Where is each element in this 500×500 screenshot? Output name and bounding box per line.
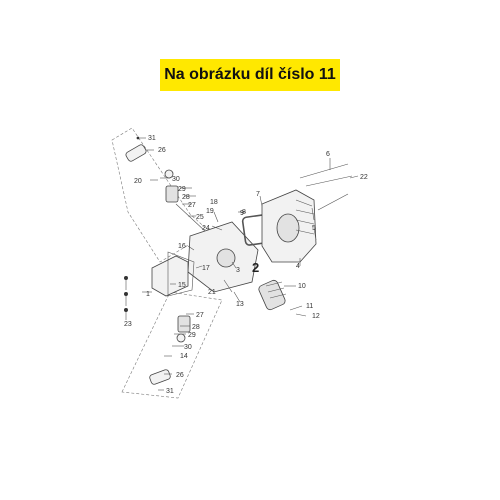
callout-26: 26 (158, 147, 166, 154)
callout-23: 23 (124, 321, 132, 328)
callout-16: 16 (178, 243, 186, 250)
caption-banner: Na obrázku díl číslo 11 (160, 59, 340, 91)
callout-1: 1 (146, 291, 150, 298)
lower-group-outline (121, 291, 223, 399)
cylinder-stud-lower (305, 175, 353, 187)
valve-stem-upper (175, 203, 207, 233)
cylinder-head-port (216, 248, 236, 268)
cover-gasket (167, 251, 195, 297)
callout-8: 8 (242, 209, 246, 216)
upper-group-outline (111, 127, 211, 263)
piston (258, 279, 286, 311)
piston-rings (265, 281, 287, 299)
cylinder-bore (276, 213, 300, 243)
callout-28-lower: 28 (192, 324, 200, 331)
bolt-group-left (124, 276, 128, 320)
rocker-arm-upper (125, 144, 147, 162)
callout-31: 31 (148, 135, 156, 142)
callout-19: 19 (206, 208, 214, 215)
callout-28: 28 (182, 194, 190, 201)
callout-10: 10 (298, 283, 306, 290)
callout-11: 11 (306, 303, 313, 310)
cylinder-stud-upper (299, 163, 349, 179)
callout-13: 13 (236, 301, 244, 308)
valve-retainer-lower (176, 333, 186, 343)
callout-9: 9 (240, 210, 244, 217)
callout-27-lower: 27 (196, 312, 204, 319)
callout-5: 5 (312, 225, 316, 232)
callout-30: 30 (172, 176, 180, 183)
callout-18: 18 (210, 199, 218, 206)
callout-21: 21 (208, 289, 216, 296)
callout-27: 27 (188, 202, 196, 209)
callout-26-lower: 26 (176, 372, 184, 379)
callout-24: 24 (202, 225, 210, 232)
rocker-arm-lower (149, 369, 171, 385)
callout-17: 17 (202, 265, 210, 272)
callout-29: 29 (178, 186, 186, 193)
callout-7: 7 (256, 191, 260, 198)
caption-text: Na obrázku díl číslo 11 (164, 66, 336, 83)
highlight-callout-2: 2 (252, 260, 259, 275)
cylinder-fins (295, 199, 315, 235)
callout-12: 12 (312, 313, 320, 320)
callout-25: 25 (196, 214, 204, 221)
cylinder-head-cover (151, 255, 189, 297)
callout-14: 14 (180, 353, 188, 360)
valve-spring-lower (177, 315, 191, 333)
callout-6: 6 (326, 151, 330, 158)
callout-31-lower: 31 (166, 388, 174, 395)
callout-3: 3 (236, 267, 240, 274)
callout-labels: 31 26 30 20 29 28 27 25 19 18 24 8 7 6 2… (124, 135, 368, 395)
callout-30-lower: 30 (184, 344, 192, 351)
cylinder-stud-long (317, 193, 349, 211)
valve-spring-upper (165, 185, 179, 203)
callout-22: 22 (360, 174, 368, 181)
callout-29-lower: 29 (188, 332, 196, 339)
callout-4: 4 (296, 263, 300, 270)
leader-lines (136, 136, 359, 391)
callout-15: 15 (178, 282, 186, 289)
callout-20: 20 (134, 178, 142, 185)
